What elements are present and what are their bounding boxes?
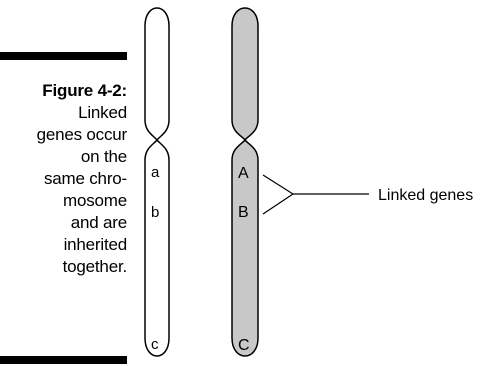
- chromosome-right-lower-arm: [231, 138, 259, 357]
- chromosome-right: A B C: [231, 7, 259, 357]
- caption-line: together.: [62, 257, 128, 276]
- gene-label-A: A: [238, 165, 249, 182]
- figure-title: Figure 4-2:: [42, 81, 127, 100]
- gene-label-a: a: [151, 164, 160, 181]
- gene-label-C: C: [238, 337, 250, 354]
- chromosome-left: a b c: [144, 7, 170, 357]
- caption-line: genes occur: [36, 125, 128, 144]
- caption-line: inherited: [63, 235, 128, 254]
- top-rule: [0, 52, 127, 60]
- gene-label-B: B: [238, 204, 249, 221]
- linked-genes-callout: Linked genes: [262, 174, 473, 215]
- caption-line: and are: [70, 213, 127, 232]
- chromosome-left-upper-arm: [144, 7, 170, 142]
- gene-label-b: b: [151, 204, 159, 221]
- caption-line: mosome: [63, 191, 127, 210]
- callout-arm-lower: [262, 193, 294, 215]
- callout-label: Linked genes: [378, 187, 473, 204]
- caption-line: Linked: [78, 103, 127, 122]
- bottom-rule: [0, 356, 127, 364]
- callout-arm-upper: [262, 174, 294, 195]
- caption-line: same chro-: [43, 169, 127, 188]
- chromosome-right-upper-arm: [231, 7, 259, 142]
- figure-caption: Figure 4-2: Linked genes occur on the sa…: [0, 80, 128, 278]
- caption-line: on the: [80, 147, 127, 166]
- chromosome-left-lower-arm: [144, 138, 170, 357]
- gene-label-c: c: [151, 336, 159, 353]
